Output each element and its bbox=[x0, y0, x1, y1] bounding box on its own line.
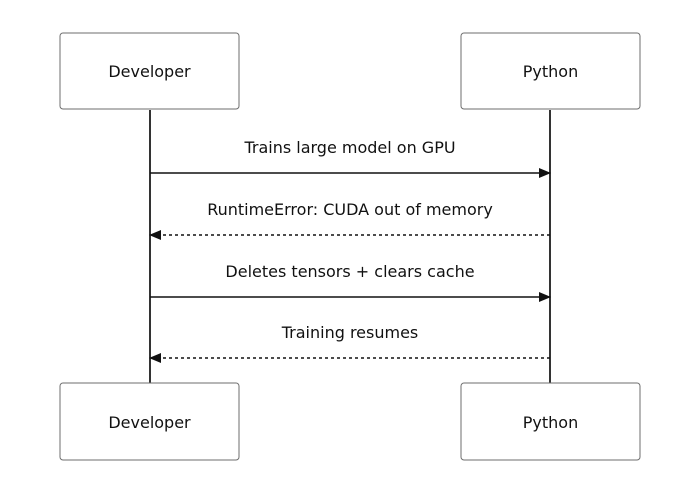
participant-developer-top: Developer bbox=[59, 32, 240, 110]
participant-python-top: Python bbox=[460, 32, 641, 110]
participant-label: Developer bbox=[108, 413, 191, 432]
participant-label: Developer bbox=[108, 62, 191, 81]
participant-label: Python bbox=[523, 413, 578, 432]
participant-box bbox=[460, 32, 641, 110]
message-label: Deletes tensors + clears cache bbox=[225, 262, 474, 281]
participant-label: Python bbox=[523, 62, 578, 81]
participant-python-bottom: Python bbox=[460, 382, 641, 461]
message-runtime-error: RuntimeError: CUDA out of memory bbox=[149, 200, 550, 240]
participant-box bbox=[59, 382, 240, 461]
message-label: Trains large model on GPU bbox=[243, 138, 455, 157]
message-trains-model: Trains large model on GPU bbox=[150, 138, 551, 178]
participant-box bbox=[59, 32, 240, 110]
message-label: Training resumes bbox=[281, 323, 419, 342]
participant-developer-bottom: Developer bbox=[59, 382, 240, 461]
participant-box bbox=[460, 382, 641, 461]
message-training-resumes: Training resumes bbox=[149, 323, 550, 363]
message-label: RuntimeError: CUDA out of memory bbox=[207, 200, 493, 219]
message-deletes-tensors: Deletes tensors + clears cache bbox=[150, 262, 551, 302]
